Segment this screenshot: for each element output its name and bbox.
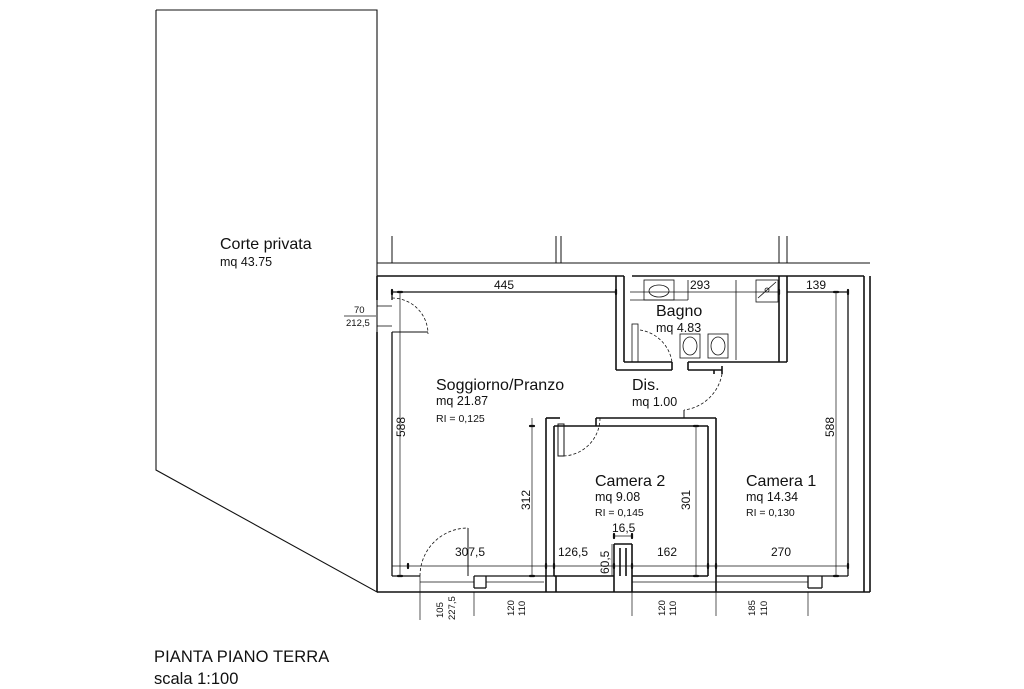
corte-outline — [155, 9, 378, 593]
dim-camera2-height: 301 — [679, 490, 693, 510]
plan-scale: scala 1:100 — [154, 670, 239, 688]
dim-window3-w: 120 — [657, 600, 668, 616]
dim-left-height: 588 — [394, 417, 408, 437]
camera1-name: Camera 1 — [746, 473, 816, 490]
bagno-name: Bagno — [656, 303, 702, 320]
dim-corte-door-h: 212,5 — [346, 318, 370, 329]
dim-bottom-camera1: 270 — [771, 545, 791, 559]
dim-bottom-pier: 126,5 — [558, 545, 588, 559]
dim-bottom-soggiorno: 307,5 — [455, 545, 485, 559]
dim-bottom-camera2: 162 — [657, 545, 677, 559]
dim-window1-w: 105 — [435, 602, 446, 618]
corte-name: Corte privata — [220, 236, 312, 253]
dim-window4-h: 110 — [759, 601, 770, 616]
camera1-area: mq 14.34 — [746, 490, 798, 504]
dimension-ticks — [390, 288, 850, 578]
soggiorno-ri: RI = 0,125 — [436, 413, 485, 425]
camera2-area: mq 9.08 — [595, 490, 640, 504]
dim-window2-w: 120 — [506, 600, 517, 616]
windows — [377, 305, 808, 583]
dim-corte-door-w: 70 — [354, 305, 365, 316]
dim-window2-h: 110 — [517, 601, 528, 616]
soggiorno-area: mq 21.87 — [436, 394, 488, 408]
dim-top-right: 139 — [806, 278, 826, 292]
door-swings — [391, 297, 723, 577]
dim-right-height: 588 — [823, 417, 837, 437]
camera2-name: Camera 2 — [595, 473, 665, 490]
camera2-ri: RI = 0,145 — [595, 507, 644, 519]
dimension-lines — [344, 291, 848, 620]
outer-wall — [376, 275, 871, 593]
dim-top-bagno: 293 — [690, 278, 710, 292]
bagno-area: mq 4.83 — [656, 321, 701, 335]
dis-name: Dis. — [632, 377, 660, 394]
dim-window3-h: 110 — [668, 601, 679, 616]
camera1-ri: RI = 0,130 — [746, 507, 795, 519]
dim-small-height: 60,5 — [598, 550, 612, 574]
corte-area: mq 43.75 — [220, 255, 272, 269]
dis-area: mq 1.00 — [632, 395, 677, 409]
soggiorno-name: Soggiorno/Pranzo — [436, 377, 564, 394]
dim-top-left: 445 — [494, 278, 514, 292]
dim-window1-h: 227,5 — [447, 596, 458, 620]
dim-window4-w: 185 — [747, 600, 758, 616]
dim-partition-height: 312 — [519, 490, 533, 510]
upper-fence — [377, 236, 870, 264]
door-leaves — [392, 331, 685, 576]
plan-title: PIANTA PIANO TERRA — [154, 648, 330, 666]
dim-small-gap: 16,5 — [612, 521, 636, 535]
